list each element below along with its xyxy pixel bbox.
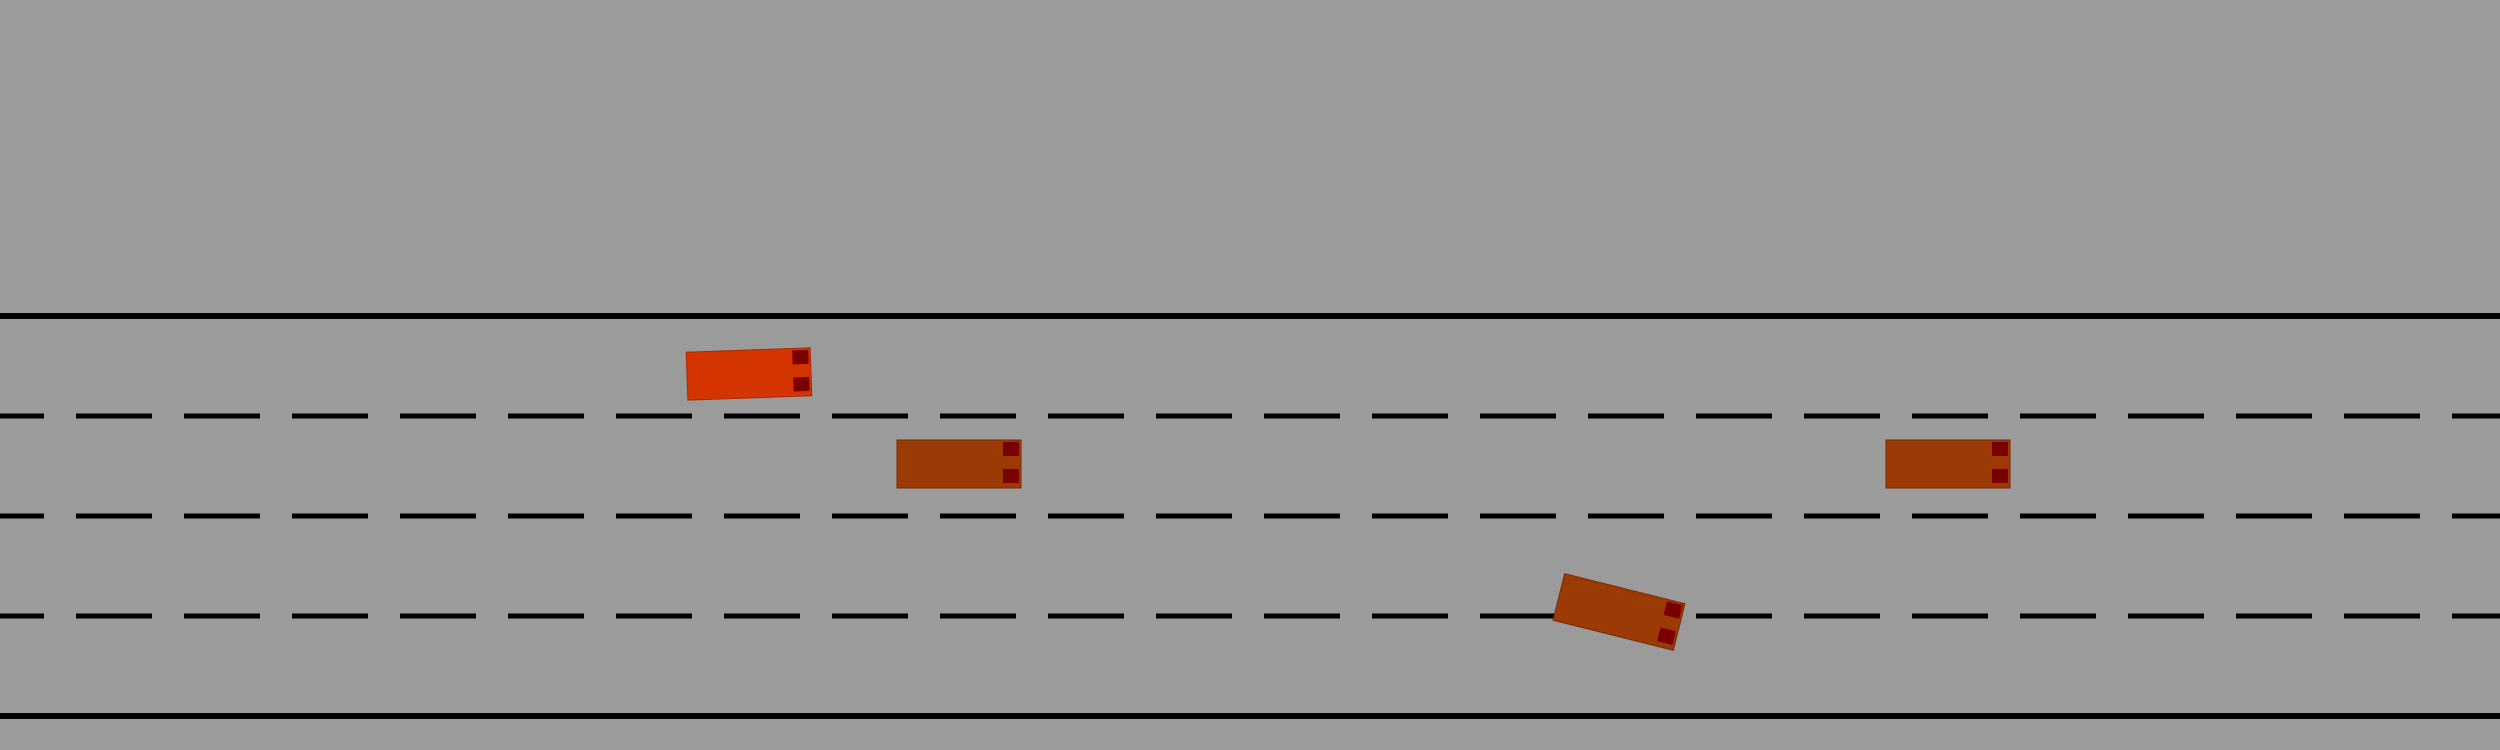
vehicle-1-headlight-left xyxy=(1003,442,1019,456)
vehicle-2-headlight-right xyxy=(1992,469,2008,483)
vehicle-1-headlight-right xyxy=(1003,469,1019,483)
vehicle-3 xyxy=(1552,573,1686,651)
vehicle-2-headlight-left xyxy=(1992,442,2008,456)
ego-vehicle-headlight-right xyxy=(793,376,810,392)
vehicle-1 xyxy=(896,439,1022,489)
vehicle-2-body xyxy=(1885,439,2011,489)
ego-vehicle xyxy=(685,347,813,401)
vehicle-3-headlight-left xyxy=(1663,601,1683,619)
ego-vehicle-body xyxy=(685,347,813,401)
vehicle-1-body xyxy=(896,439,1022,489)
vehicle-3-headlight-right xyxy=(1657,627,1677,645)
vehicle-2 xyxy=(1885,439,2011,489)
vehicle-3-body xyxy=(1552,573,1686,651)
ego-vehicle-headlight-left xyxy=(792,349,809,365)
